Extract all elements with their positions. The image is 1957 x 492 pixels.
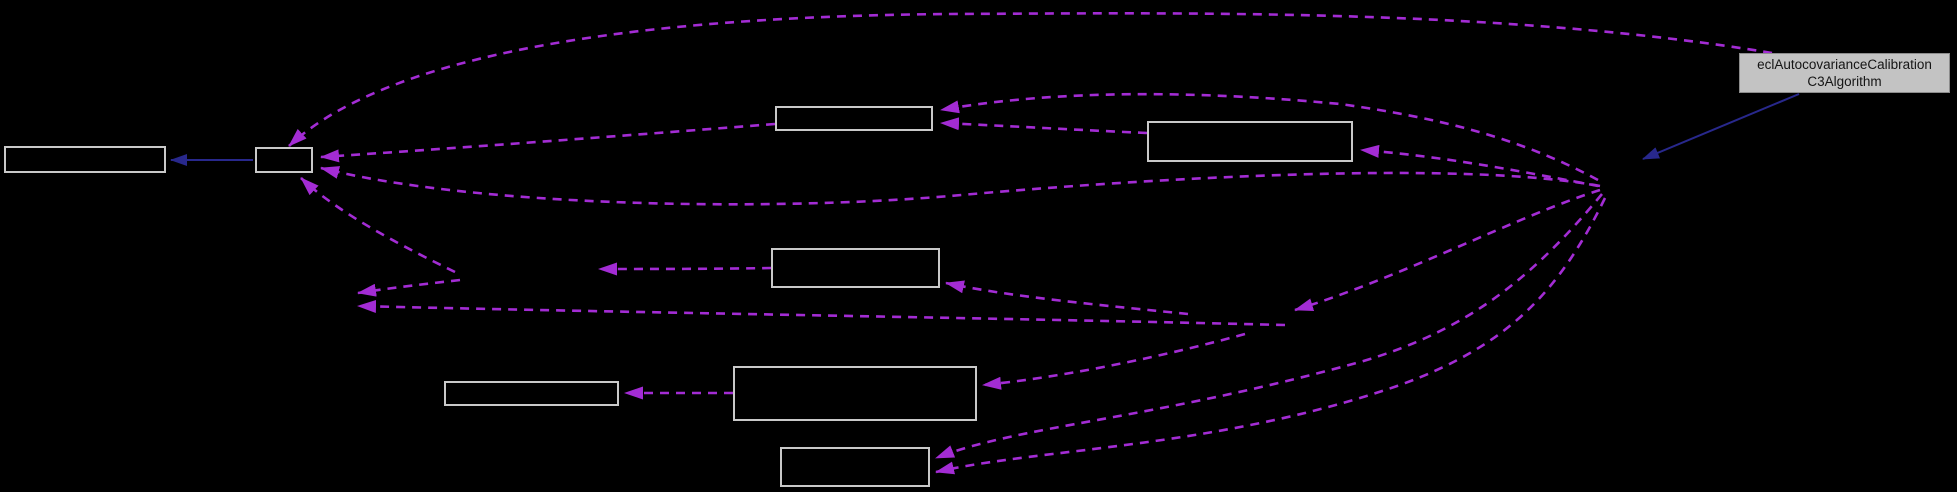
node-box-5[interactable] [771,248,940,288]
node-box-7[interactable] [733,366,977,421]
labeled-node-line-2: C3Algorithm [1807,74,1882,89]
node-box-8[interactable] [780,447,930,487]
edge-hub-to-box8-upper [935,193,1604,460]
edge-hub-to-box2-long [320,166,1601,206]
edge-invisnode4-to-box5 [945,280,1189,316]
edge-hub-to-box3-arc-over-box4 [940,92,1599,182]
node-box-1[interactable] [4,146,166,173]
edge-hub-to-box8-lower [935,197,1607,475]
edge-box3-to-box2 [320,122,776,163]
edge-hub-to-invisnode4 [1294,188,1601,312]
labeled-node-line-1: eclAutocovarianceCalibration [1757,57,1932,72]
edge-box5-to-invisnode2 [598,262,772,276]
edge-hub-to-box4 [1360,144,1599,188]
node-box-4[interactable] [1147,121,1353,162]
edge-box4-to-box3 [940,117,1148,135]
edge-invisnode2-to-invisnode3 [357,278,461,297]
node-box-2[interactable] [255,147,313,173]
edge-invisnode4-to-box7 [982,332,1246,390]
edge-invisnode4-to-invisnode3-long [357,299,1286,327]
edge-invisnode2-to-box2-bottom [300,177,456,274]
edge-labeledbox-to-hub-inheritance [1642,93,1800,160]
node-box-3[interactable] [775,106,933,131]
edge-labeledbox-to-box2-top-arc [288,12,1773,147]
node-box-6[interactable] [444,381,619,406]
node-ecl-autocovariance-calibration-c3-algorithm[interactable]: eclAutocovarianceCalibration C3Algorithm [1739,53,1950,93]
